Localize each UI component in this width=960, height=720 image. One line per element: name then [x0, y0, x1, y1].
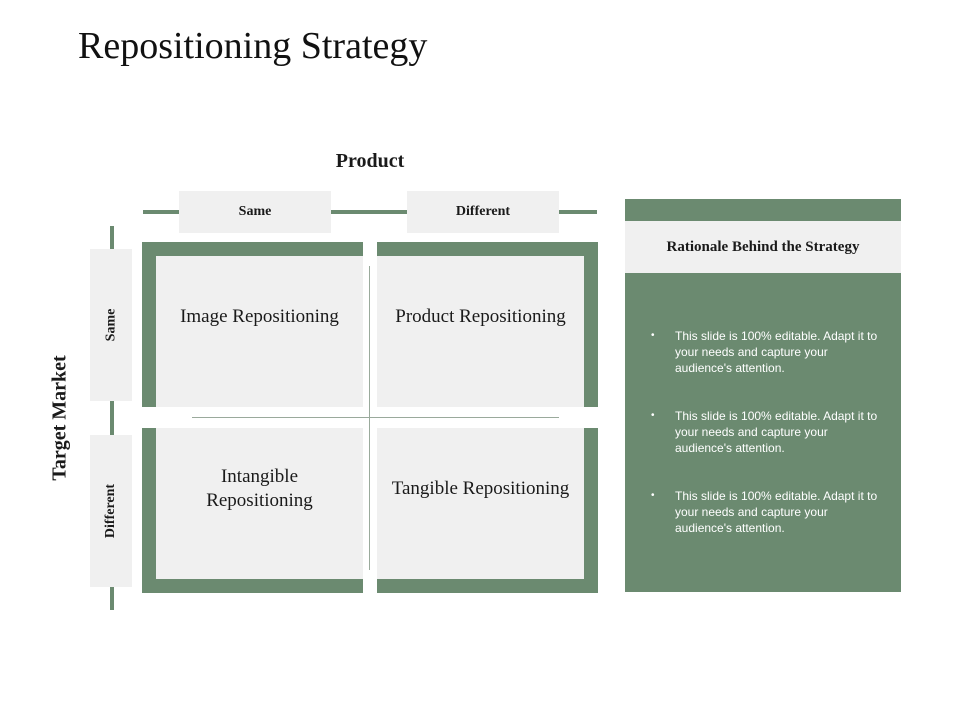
- list-item: •This slide is 100% editable. Adapt it t…: [651, 329, 878, 375]
- list-item: •This slide is 100% editable. Adapt it t…: [651, 489, 878, 535]
- crosshair-horizontal-line: [192, 417, 559, 418]
- column-header-same: Same: [179, 191, 331, 233]
- rationale-bullet-list: •This slide is 100% editable. Adapt it t…: [648, 328, 884, 568]
- bullet-icon: •: [651, 490, 655, 501]
- row-connector-bar: [110, 226, 114, 610]
- bullet-icon: •: [651, 410, 655, 421]
- rationale-panel-heading: Rationale Behind the Strategy: [625, 221, 901, 273]
- column-connector-bar: [143, 210, 597, 214]
- quadrant-bottom-left: Intangible Repositioning: [156, 428, 363, 579]
- column-header-different: Different: [407, 191, 559, 233]
- product-axis-label: Product: [335, 150, 405, 172]
- quadrant-top-left-label: Image Repositioning: [180, 305, 339, 327]
- quadrant-top-right: Product Repositioning: [377, 256, 584, 407]
- list-item: •This slide is 100% editable. Adapt it t…: [651, 409, 878, 455]
- crosshair-vertical-line: [369, 266, 370, 570]
- quadrant-bottom-right-label: Tangible Repositioning: [391, 477, 570, 499]
- row-header-different: Different: [90, 435, 132, 587]
- quadrant-top-right-label: Product Repositioning: [395, 305, 566, 327]
- quadrant-bottom-right: Tangible Repositioning: [377, 428, 584, 579]
- row-header-same-label: Same: [102, 308, 118, 342]
- row-header-different-label: Different: [103, 483, 119, 539]
- quadrant-bottom-left-label: Intangible Repositioning: [206, 465, 313, 511]
- page-title: Repositioning Strategy: [78, 25, 428, 67]
- row-header-same: Same: [90, 249, 132, 401]
- quadrant-top-left: Image Repositioning: [156, 256, 363, 407]
- bullet-icon: •: [651, 330, 655, 341]
